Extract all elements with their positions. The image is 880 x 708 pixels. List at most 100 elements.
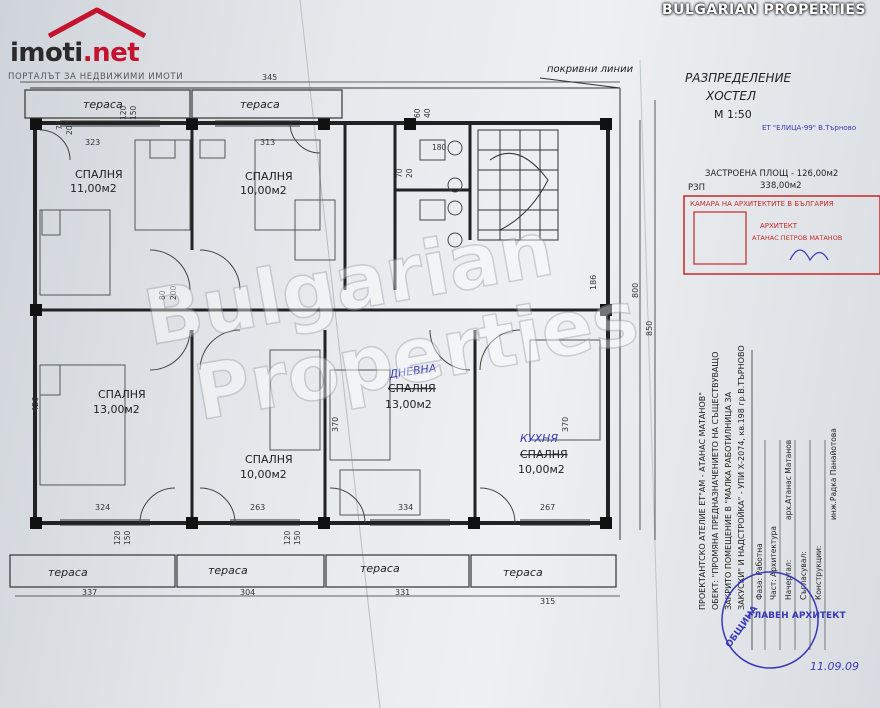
room-note: КУХНЯ <box>520 432 558 445</box>
plan-subtitle: ХОСТЕЛ <box>705 89 756 103</box>
brand-watermark: BULGARIAN PROPERTIES <box>661 2 866 18</box>
room-area: 10,00м2 <box>518 463 565 476</box>
approval-date: 11.09.09 <box>810 660 859 673</box>
row-agreed: Съгласувал: <box>799 551 808 600</box>
house-roof-icon <box>47 7 147 38</box>
terrace-label: тераса <box>48 566 88 579</box>
room-area: 10,00м2 <box>240 184 287 197</box>
window-dim: 120 <box>119 105 128 120</box>
site-tagline: ПОРТАЛЪТ ЗА НЕДВИЖИМИ ИМОТИ <box>8 72 184 82</box>
rzp-value: 338,00м2 <box>760 181 802 191</box>
window-dim: 200 <box>65 120 74 135</box>
dim-inner-9: 800 <box>631 283 640 298</box>
rzp-label: РЗП <box>688 183 705 193</box>
room-area: 13,00м2 <box>93 403 140 416</box>
stamp-title: КАМАРА НА АРХИТЕКТИТЕ В БЪЛГАРИЯ <box>690 200 834 208</box>
name-architect: арх.Атанас Матанов <box>784 440 793 520</box>
row-constructions: Конструкции: <box>814 546 823 600</box>
title-block: РАЗПРЕДЕЛЕНИЕ ХОСТЕЛ М 1:50 ЕТ "ЕЛИЦА-99… <box>683 71 880 673</box>
roof-lines-label: покривни линии <box>547 64 634 75</box>
window-dim: 80 <box>158 290 167 300</box>
dimension-lines <box>15 81 656 597</box>
staircase <box>477 129 559 241</box>
dim-inner-5: 426 <box>31 397 40 412</box>
stamp-emblem <box>693 211 747 265</box>
municipal-word: ОБЩИНА <box>724 604 760 649</box>
window-dims: 70 200 120 150 80 200 60 40 70 20 180 12… <box>55 105 447 545</box>
wc-fixtures <box>419 139 463 248</box>
room-area: 10,00м2 <box>240 468 287 481</box>
plan-title: РАЗПРЕДЕЛЕНИЕ <box>685 71 792 85</box>
vertical-line-2: ОБЕКТ: "ПРОМЯНА ПРЕДНАЗНАЧЕНИЕТО НА СЪЩЕ… <box>711 352 720 610</box>
wall-columns <box>30 118 612 529</box>
dim-top-total: 345 <box>262 73 277 82</box>
site-logo[interactable]: imoti.net <box>10 38 140 68</box>
dim-inner-8: 186 <box>589 275 598 290</box>
terrace-label: тераса <box>208 564 248 577</box>
vertical-line-1: ПРОЕКТАНТСКО АТЕЛИЕ ЕТ"АМ - АТАНАС МАТАН… <box>698 392 707 610</box>
window-dim: 150 <box>123 530 132 545</box>
row-part: Част: Архитектура <box>769 526 778 600</box>
vertical-line-4: ЗАКУСКИ" И НАДСТРОЙКА" - УПИ Х-2074, кв.… <box>735 345 746 610</box>
vertical-line-3: ЗАКРИТО ПОМЕЩЕНИЕ В "МАЛКА РАБОТИЛНИЦА З… <box>724 391 733 610</box>
stamp-line: АРХИТЕКТ <box>760 222 798 230</box>
room-area: 11,00м2 <box>70 182 117 195</box>
dim-inner-4: 267 <box>540 503 555 512</box>
company-stamp: ЕТ "ЕЛИЦА-99" В.Търново <box>762 124 856 132</box>
plan-scale: М 1:50 <box>714 108 752 121</box>
inner-walls <box>35 123 608 523</box>
window-dim: 150 <box>129 105 138 120</box>
windows <box>60 120 590 526</box>
window-dim: 60 <box>413 108 422 118</box>
door-swings <box>39 122 521 524</box>
logo-text: imoti <box>10 38 83 68</box>
dim-top-2: 313 <box>260 138 275 147</box>
dim-inner-10: 850 <box>645 321 654 336</box>
room-area: 13,00м2 <box>385 398 432 411</box>
dim-inner-7: 370 <box>561 417 570 432</box>
architect-stamp <box>683 195 880 275</box>
terrace-outlines <box>9 89 617 588</box>
stamp-name: АТАНАС ПЕТРОВ МАТАНОВ <box>752 234 842 242</box>
window-dim: 40 <box>423 108 432 118</box>
row-drawn: Начертал: <box>784 560 793 600</box>
room-name: СПАЛНЯ <box>245 170 293 183</box>
dim-bottom-3: 331 <box>395 588 410 597</box>
window-dim: 200 <box>169 285 178 300</box>
window-dim: 20 <box>405 168 414 178</box>
dim-bottom-4: 315 <box>540 597 555 606</box>
window-dim: 180 <box>432 143 447 152</box>
roof-outline <box>30 77 621 540</box>
window-dim: 120 <box>113 530 122 545</box>
dim-inner-1: 324 <box>95 503 110 512</box>
room-name: СПАЛНЯ <box>388 382 436 395</box>
terrace-label: тераса <box>83 98 123 111</box>
window-dim: 150 <box>293 530 302 545</box>
terrace-labels: тераса тераса тераса тераса тераса терас… <box>48 98 543 579</box>
signature <box>789 249 829 262</box>
terrace-label: тераса <box>503 566 543 579</box>
room-name: СПАЛНЯ <box>520 448 568 461</box>
dim-inner-2: 263 <box>250 503 265 512</box>
window-dim: 120 <box>283 530 292 545</box>
terrace-label: тераса <box>360 562 400 575</box>
terrace-label: тераса <box>240 98 280 111</box>
name-engineer: инж.Радка Панайотова <box>829 428 838 520</box>
window-dim: 70 <box>395 168 404 178</box>
room-name: СПАЛНЯ <box>245 453 293 466</box>
room-name: СПАЛНЯ <box>75 168 123 181</box>
room-name: СПАЛНЯ <box>98 388 146 401</box>
beds <box>39 139 601 516</box>
dim-inner-3: 334 <box>398 503 413 512</box>
built-area: ЗАСТРОЕНА ПЛОЩ - 126,00м2 <box>705 169 838 179</box>
dim-bottom-2: 304 <box>240 588 255 597</box>
row-phase: Фаза: Работна <box>755 543 764 600</box>
dim-bottom-1: 337 <box>82 588 97 597</box>
logo-suffix: .net <box>82 38 140 68</box>
dim-top-1: 323 <box>85 138 100 147</box>
municipal-stamp-text: ГЛАВЕН АРХИТЕКТ <box>748 611 847 621</box>
window-dim: 70 <box>55 120 64 130</box>
watermark: Bulgarian Properties <box>137 203 645 439</box>
